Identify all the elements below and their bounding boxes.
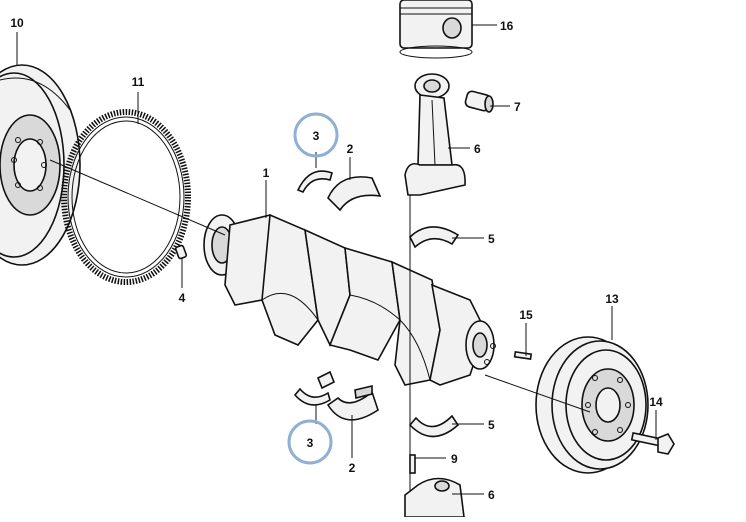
pulley bbox=[484, 336, 649, 474]
callout-piston-pin: 7 bbox=[514, 100, 521, 114]
callout-pulley: 13 bbox=[605, 292, 619, 306]
callout-crankshaft: 1 bbox=[263, 166, 270, 180]
crankshaft bbox=[203, 213, 496, 386]
highlight-ring-lower bbox=[287, 419, 333, 465]
flywheel bbox=[0, 64, 81, 266]
callout-main-bearing-lower: 2 bbox=[349, 461, 356, 475]
callout-rod-cap: 6 bbox=[488, 488, 495, 502]
piston-pin bbox=[464, 90, 494, 113]
connecting-rod bbox=[404, 73, 466, 517]
thrust-washer-lower bbox=[293, 370, 336, 406]
key-pin bbox=[513, 351, 533, 360]
dowel-pin bbox=[174, 244, 188, 260]
rod-bearing-lower bbox=[408, 414, 460, 438]
callout-pulley-bolt: 14 bbox=[649, 395, 663, 409]
callout-thrust-washer-upper: 3 bbox=[313, 129, 320, 143]
axis-line bbox=[49, 159, 226, 236]
callout-thrust-washer-lower: 3 bbox=[307, 436, 314, 450]
leader-lines bbox=[16, 24, 657, 495]
callout-key-pin: 15 bbox=[519, 308, 533, 322]
callout-flywheel: 10 bbox=[10, 16, 24, 30]
rod-cap bbox=[404, 477, 465, 518]
callout-rod-bearing-upper: 5 bbox=[488, 232, 495, 246]
rod-bolt bbox=[409, 454, 416, 474]
main-bearing-upper bbox=[327, 176, 382, 212]
thrust-washer-upper bbox=[296, 170, 333, 194]
callout-dowel-pin: 4 bbox=[179, 291, 186, 305]
rod-bearing-upper bbox=[409, 226, 460, 249]
piston bbox=[399, 0, 473, 59]
pulley-bolt bbox=[630, 432, 675, 455]
main-bearing-lower bbox=[326, 384, 379, 421]
callout-ring-gear: 11 bbox=[132, 75, 145, 89]
callout-main-bearing-upper: 2 bbox=[347, 142, 354, 156]
callout-rod-bolt: 9 bbox=[451, 452, 458, 466]
callout-connecting-rod: 6 bbox=[474, 142, 481, 156]
callout-rod-bearing-lower: 5 bbox=[488, 418, 495, 432]
ring-gear bbox=[61, 109, 191, 285]
callout-piston: 16 bbox=[500, 19, 514, 33]
highlight-ring-upper bbox=[293, 112, 339, 158]
